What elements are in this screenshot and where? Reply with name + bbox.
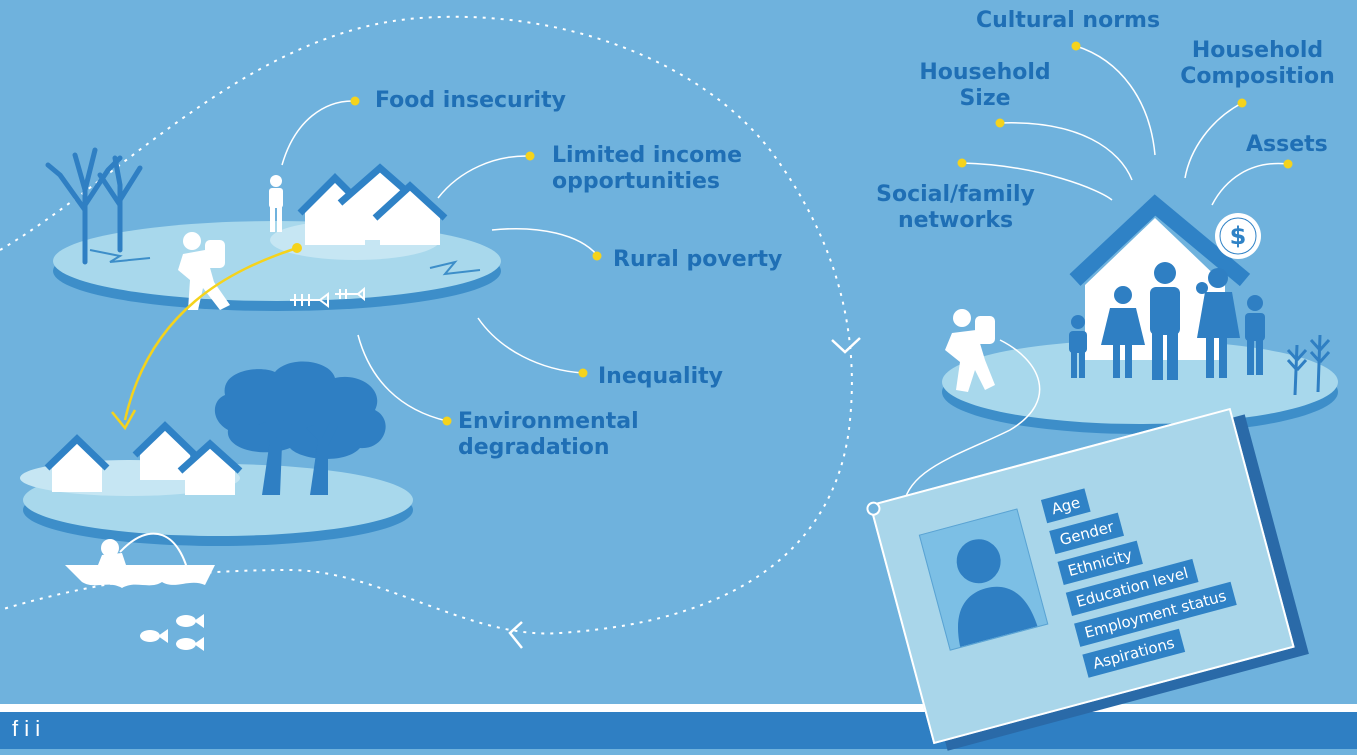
bottom-caption: f i i (12, 716, 41, 741)
label-environmental-degradation: Environmental degradation (458, 409, 639, 460)
label-inequality: Inequality (598, 364, 723, 389)
tree-icon (214, 361, 386, 495)
boat-fisher-icon (65, 532, 215, 588)
label-household-size: Household Size (919, 60, 1051, 111)
attr-age: Age (1040, 488, 1091, 524)
label-social-networks: Social/family networks (876, 182, 1035, 233)
woman-icon (269, 175, 283, 232)
fish-icon (140, 614, 204, 651)
card-face: Age Gender Ethnicity Education level Emp… (864, 407, 1295, 745)
wheat-icon (1286, 334, 1331, 396)
migrant-person-icon (178, 232, 230, 310)
fish-skeleton-icon (290, 286, 365, 308)
label-rural-poverty: Rural poverty (613, 247, 783, 272)
tree-icon (45, 147, 143, 265)
migration-arrow (123, 246, 298, 421)
card-tether (902, 339, 1041, 516)
cycle-arrows (508, 337, 861, 649)
right-dots (957, 41, 1293, 169)
profile-avatar-icon (918, 508, 1049, 651)
origin-dot (292, 243, 302, 253)
left-connectors (281, 100, 598, 422)
label-limited-income: Limited income opportunities (552, 143, 743, 194)
house-icon (297, 163, 448, 245)
money-bag-icon (1215, 213, 1261, 259)
right-connectors (961, 45, 1289, 206)
profile-card: Age Gender Ethnicity Education level Emp… (864, 407, 1309, 751)
household-island (942, 340, 1338, 434)
label-assets: Assets (1246, 132, 1328, 157)
label-food-insecurity: Food insecurity (375, 88, 566, 113)
money-symbol: $ (1229, 222, 1247, 250)
label-cultural-norms: Cultural norms (976, 8, 1161, 33)
left-dots (350, 96, 602, 426)
migrant-person-icon (945, 309, 995, 392)
family-icon (1069, 262, 1265, 380)
migration-arrowhead (111, 409, 137, 431)
divider-line (0, 704, 1357, 712)
house-icon (44, 421, 243, 495)
label-household-composition: Household Composition (1180, 38, 1335, 89)
bottom-band (0, 712, 1357, 749)
